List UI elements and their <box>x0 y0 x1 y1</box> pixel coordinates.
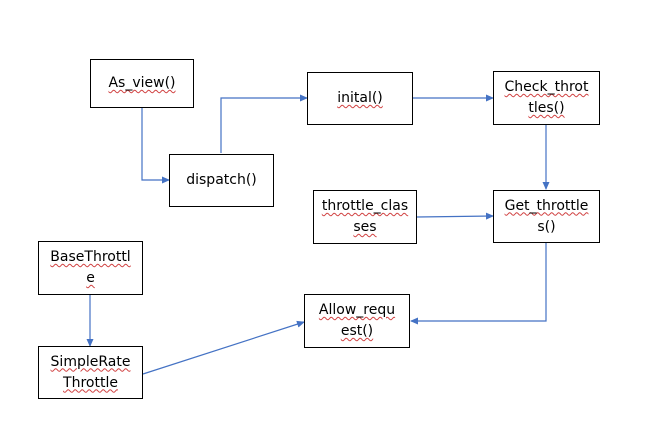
node-base-throttle-line-1: BaseThrottl <box>50 249 131 265</box>
node-simple-rate-throttle-label: SimpleRate Throttle <box>51 352 131 394</box>
node-inital: inital() <box>307 72 413 125</box>
node-allow-request-label: Allow_requ est() <box>319 300 395 342</box>
node-get-throttles-label: Get_throttle s() <box>505 196 589 238</box>
node-base-throttle: BaseThrottl e <box>38 241 143 295</box>
node-as-view: As_view() <box>90 59 194 108</box>
node-simple-rate-throttle-line-1: SimpleRate <box>50 353 131 370</box>
node-check-throttles-line-2: tles() <box>528 100 565 116</box>
node-as-view-label: As_view() <box>108 73 175 94</box>
arrow-get-throttles-to-allow-request <box>410 243 547 325</box>
node-dispatch: dispatch() <box>169 154 274 207</box>
node-base-throttle-label: BaseThrottl e <box>50 247 130 289</box>
node-inital-label: inital() <box>337 88 383 109</box>
node-allow-request-line-2: est() <box>340 323 374 339</box>
node-simple-rate-throttle: SimpleRate Throttle <box>38 346 143 399</box>
node-check-throttles: Check_throt tles() <box>493 71 600 125</box>
node-throttle-classes-line-2: ses <box>353 219 377 235</box>
node-dispatch-line-1: dispatch() <box>186 172 257 188</box>
node-get-throttles-line-1: Get_throttle <box>504 197 589 214</box>
node-throttle-classes: throttle_clas ses <box>313 190 417 244</box>
node-throttle-classes-line-1: throttle_clas <box>321 198 409 214</box>
node-simple-rate-throttle-line-2: Throttle <box>63 374 118 391</box>
node-check-throttles-line-1: Check_throt <box>504 79 589 95</box>
node-allow-request-line-1: Allow_requ <box>318 302 396 318</box>
node-check-throttles-label: Check_throt tles() <box>505 77 589 119</box>
node-as-view-line-1: As_view() <box>108 75 176 91</box>
node-base-throttle-line-2: e <box>86 270 95 286</box>
node-get-throttles: Get_throttle s() <box>493 190 600 243</box>
node-throttle-classes-label: throttle_clas ses <box>322 196 408 238</box>
node-get-throttles-line-2: s() <box>537 218 556 235</box>
arrow-dispatch-to-inital <box>220 94 308 153</box>
arrow-throttle-classes-to-get-throttles <box>416 212 494 220</box>
node-allow-request: Allow_requ est() <box>304 294 410 348</box>
node-inital-line-1: inital() <box>337 90 383 106</box>
arrow-as-view-to-dispatch <box>141 107 170 184</box>
node-dispatch-label: dispatch() <box>186 170 257 191</box>
arrow-simple-rate-throttle-to-allow-request <box>142 320 305 375</box>
